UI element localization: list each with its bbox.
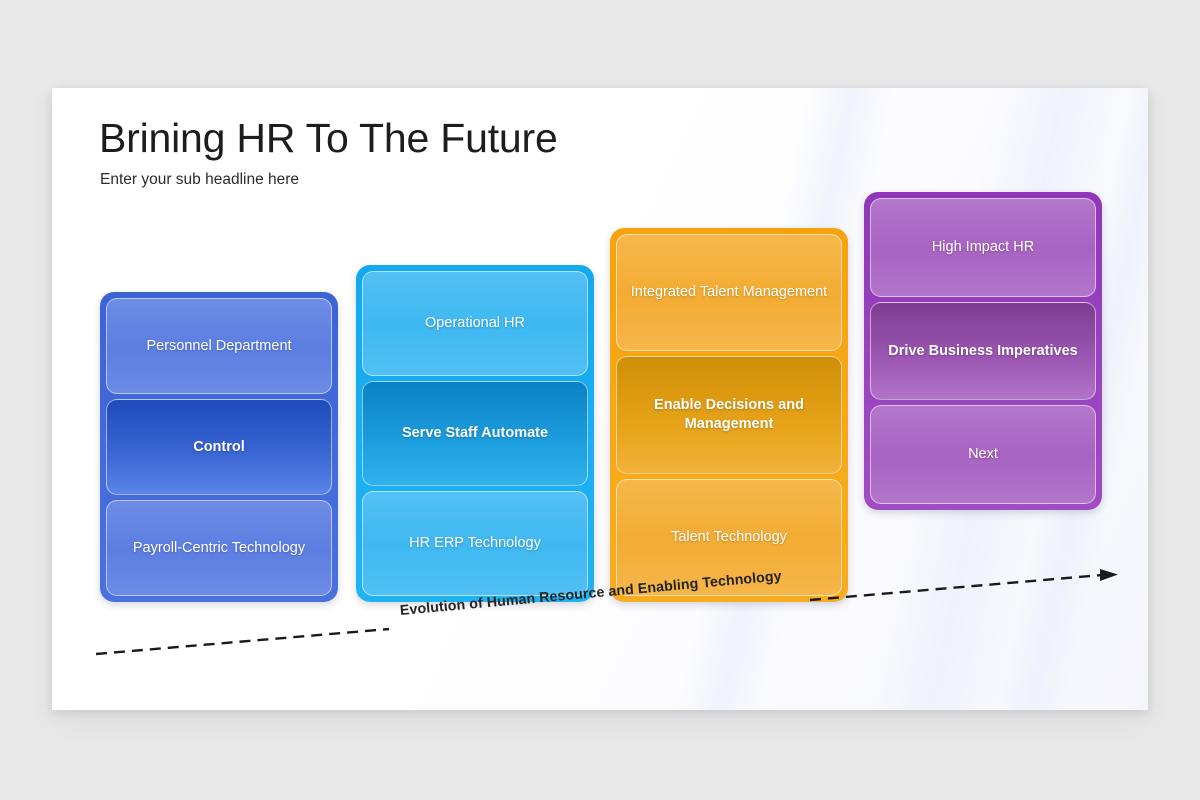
stage-card[interactable]: Enable Decisions and Management	[616, 356, 842, 474]
stage-card[interactable]: Integrated Talent Management	[616, 234, 842, 352]
stage-card[interactable]: Payroll-Centric Technology	[106, 500, 332, 596]
arrow-head-icon	[1100, 569, 1118, 581]
stage-column-cyan[interactable]: Operational HR Serve Staff Automate HR E…	[356, 265, 594, 602]
stage-column-purple[interactable]: High Impact HR Drive Business Imperative…	[864, 192, 1102, 510]
stage-card[interactable]: Control	[106, 399, 332, 495]
evolution-arrow-left-segment	[95, 627, 390, 656]
stage-card[interactable]: Next	[870, 405, 1096, 505]
evolution-arrow-right-segment	[809, 573, 1103, 602]
stage-column-orange[interactable]: Integrated Talent Management Enable Deci…	[610, 228, 848, 602]
stage-column-blue[interactable]: Personnel Department Control Payroll-Cen…	[100, 292, 338, 602]
stage-card[interactable]: Talent Technology	[616, 478, 842, 596]
presentation-slide: Brining HR To The Future Enter your sub …	[52, 88, 1148, 710]
stage-card[interactable]: Personnel Department	[106, 298, 332, 394]
stage-card[interactable]: Operational HR	[362, 271, 588, 376]
stage-card[interactable]: Drive Business Imperatives	[870, 301, 1096, 401]
stage-card[interactable]: Serve Staff Automate	[362, 381, 588, 486]
page-subtitle: Enter your sub headline here	[100, 171, 300, 188]
page-title: Brining HR To The Future	[99, 115, 558, 161]
stage-card[interactable]: High Impact HR	[870, 198, 1096, 297]
stage-card[interactable]: HR ERP Technology	[362, 491, 588, 596]
